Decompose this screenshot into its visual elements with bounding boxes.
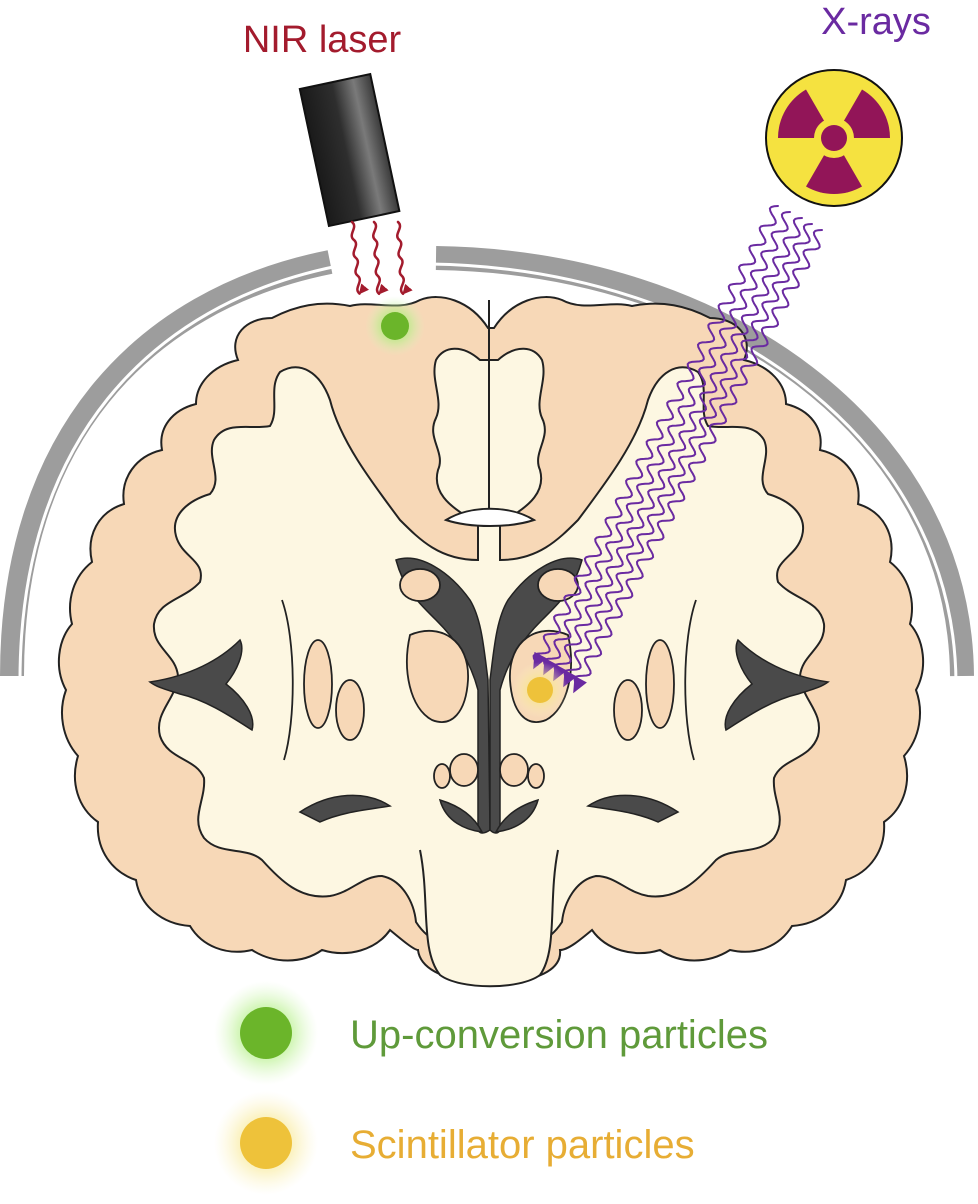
up-conversion-particle (365, 296, 425, 356)
xray-wave (573, 229, 823, 689)
xray-wave (563, 223, 813, 683)
legend-item-up-conversion: Up-conversion particles (214, 981, 768, 1085)
xray-beams (532, 205, 823, 689)
nir-laser-label: NIR laser (243, 19, 402, 61)
legend-label-up-conversion: Up-conversion particles (350, 1013, 768, 1057)
radiation-trefoil-icon (765, 69, 903, 207)
xrays-label: X-rays (821, 1, 931, 43)
xray-wave (542, 211, 791, 671)
legend-label-scintillator: Scintillator particles (350, 1123, 695, 1167)
brainstem (419, 849, 559, 988)
laser-device-icon (298, 72, 401, 228)
xray-arrowhead (573, 675, 587, 694)
longitudinal-fissure (443, 300, 537, 527)
nir-beams (350, 220, 413, 296)
ventricles (148, 557, 830, 834)
xray-wave (553, 217, 803, 677)
scintillator-particle (512, 662, 568, 718)
skull (0, 246, 974, 683)
legend: Up-conversion particles Scintillator par… (214, 981, 768, 1195)
xray-wave (532, 205, 779, 666)
legend-item-scintillator: Scintillator particles (214, 1091, 695, 1195)
